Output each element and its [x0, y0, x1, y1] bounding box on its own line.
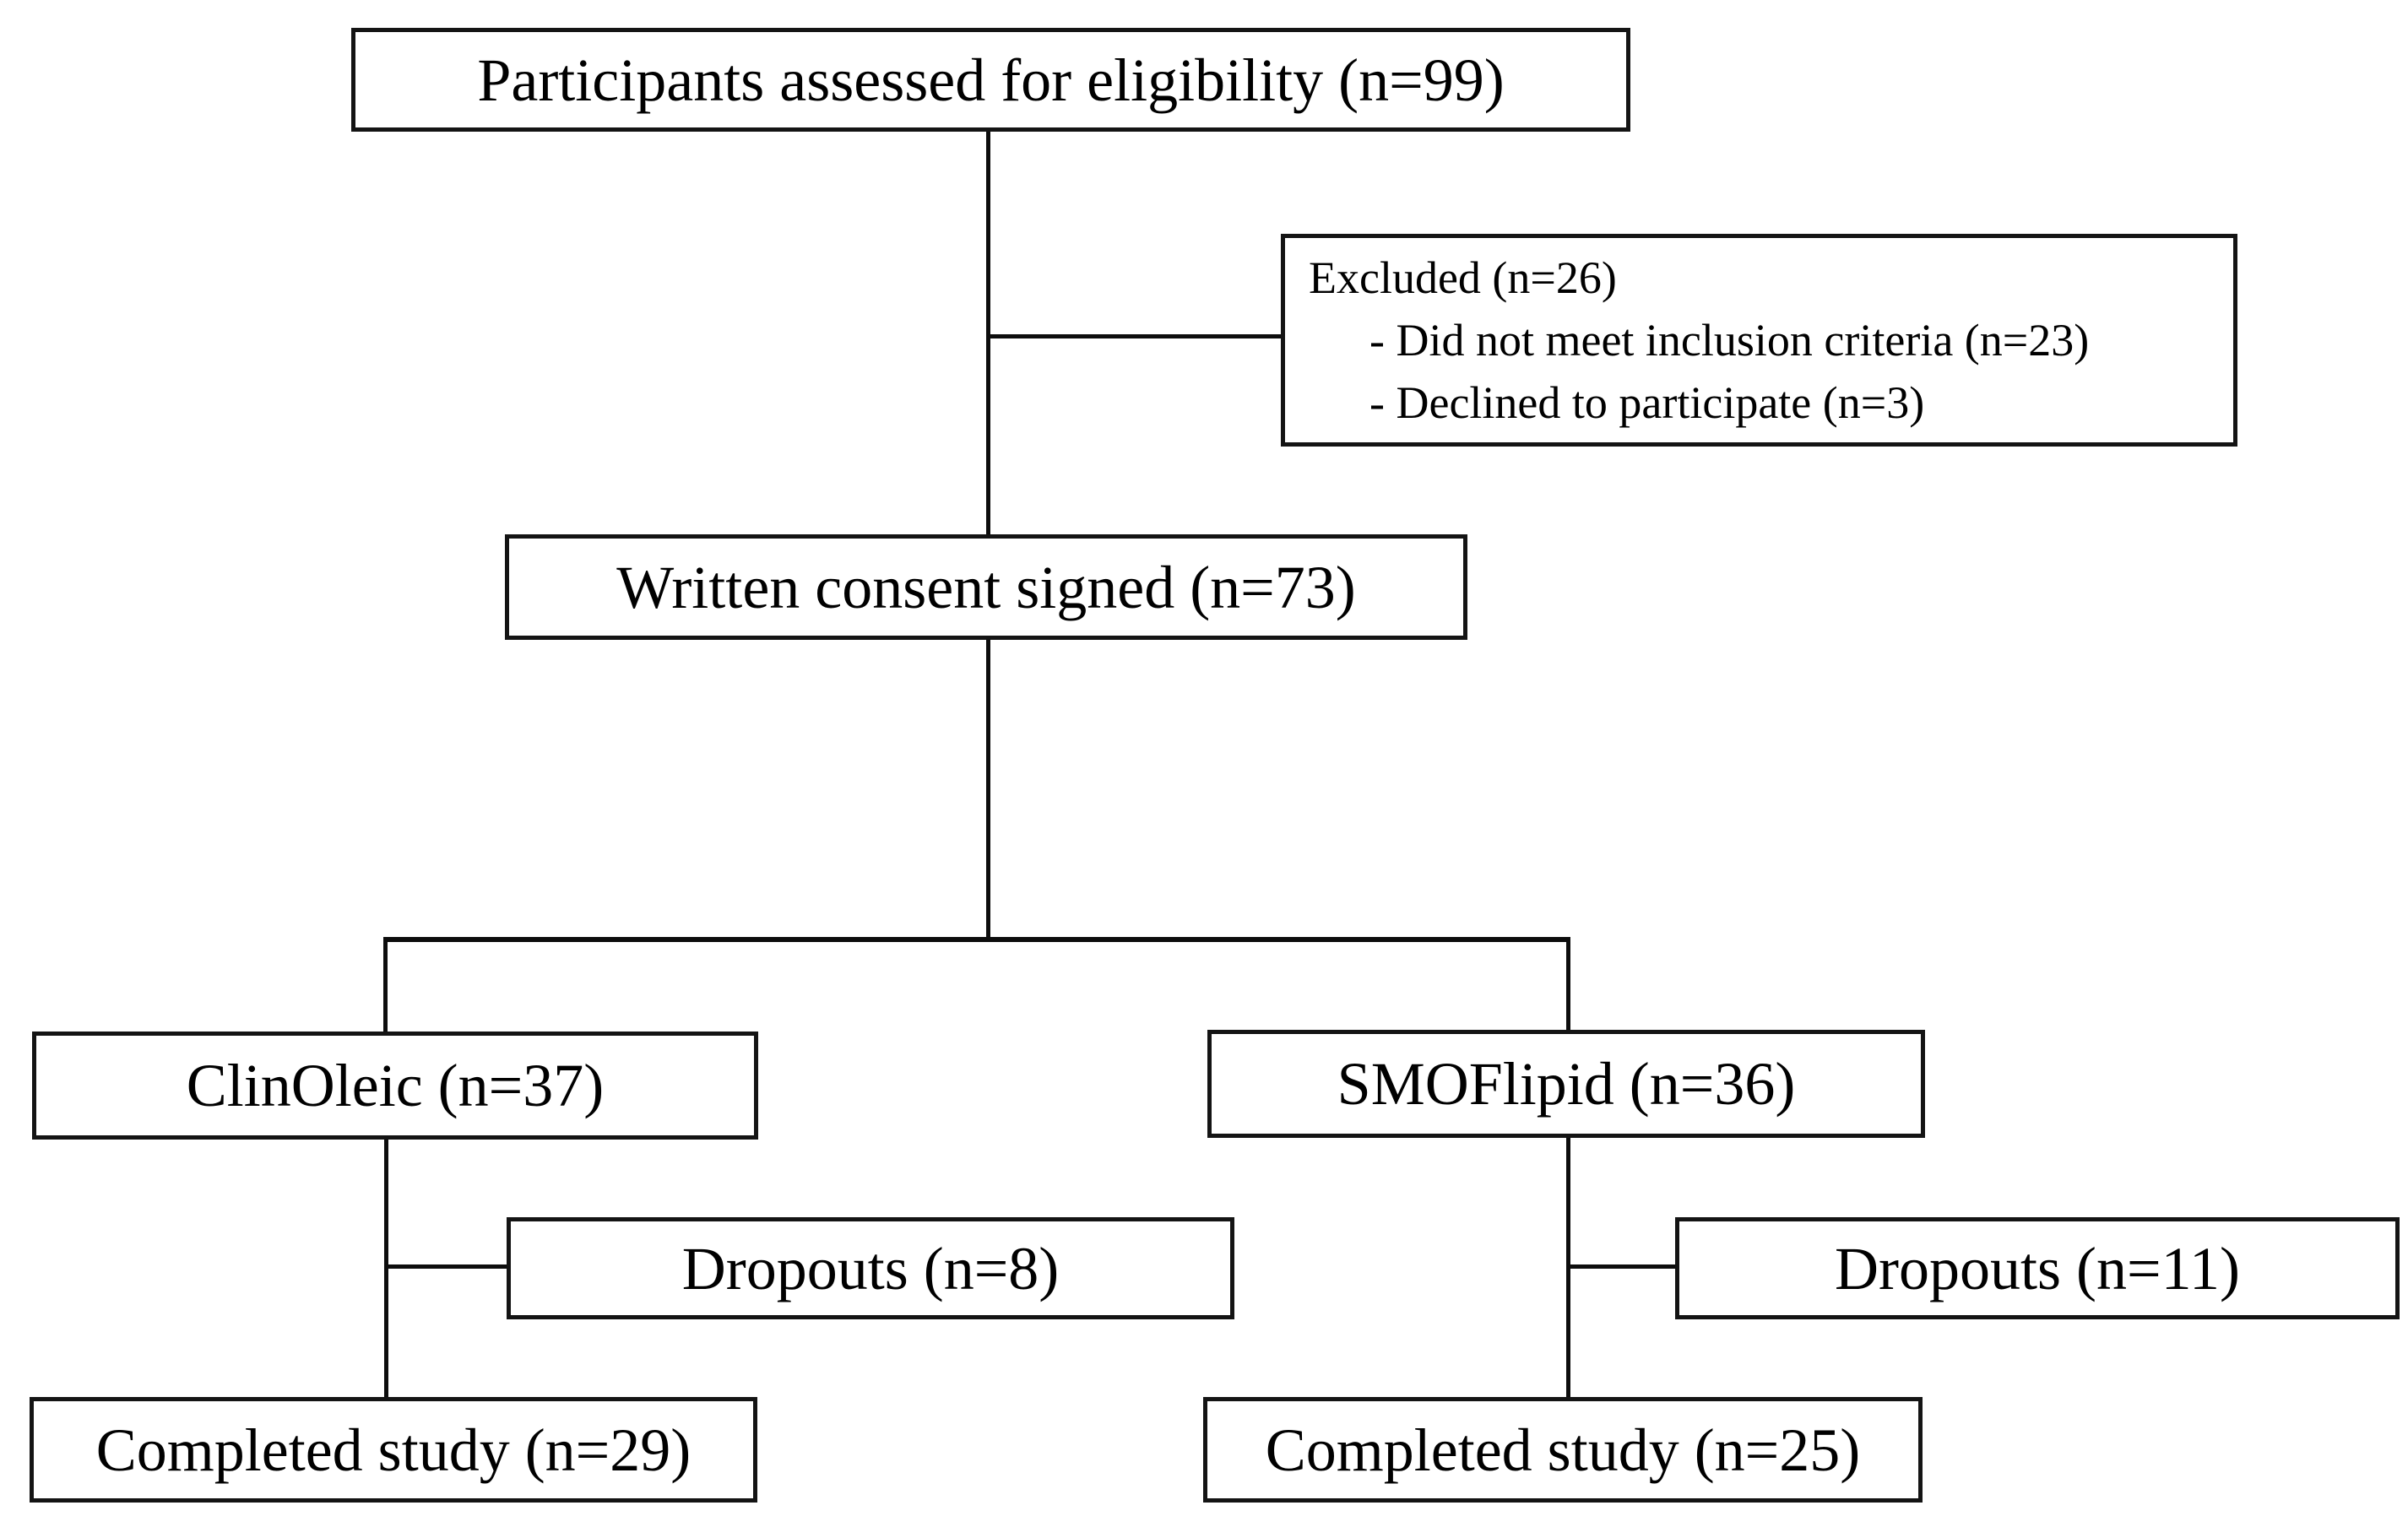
dropouts-right-box: Dropouts (n=11) — [1675, 1217, 2400, 1319]
clinoleic-box: ClinOleic (n=37) — [32, 1032, 758, 1140]
clinoleic-label: ClinOleic (n=37) — [186, 1052, 605, 1119]
dropouts-left-label: Dropouts (n=8) — [681, 1234, 1060, 1302]
eligibility-box: Participants assessed for eligibility (n… — [351, 28, 1630, 132]
consent-label: Written consent signed (n=73) — [616, 553, 1356, 621]
connector-branch-bar — [383, 937, 1570, 942]
connector-to-dropouts-right — [1568, 1264, 1678, 1269]
excluded-title: Excluded (n=26) — [1309, 252, 1617, 303]
connector-branch-to-clinoleic — [383, 937, 388, 1035]
dropouts-right-label: Dropouts (n=11) — [1835, 1234, 2240, 1302]
connector-smoflipid-to-completed — [1566, 1136, 1570, 1401]
connector-consent-to-branch — [986, 637, 990, 941]
eligibility-label: Participants assessed for eligibility (n… — [477, 46, 1505, 114]
smoflipid-label: SMOFlipid (n=36) — [1337, 1050, 1796, 1118]
completed-right-label: Completed study (n=25) — [1265, 1416, 1861, 1484]
connector-to-excluded — [988, 334, 1285, 338]
completed-right-box: Completed study (n=25) — [1203, 1397, 1923, 1503]
connector-clinoleic-to-completed — [384, 1138, 388, 1401]
dropouts-left-box: Dropouts (n=8) — [507, 1217, 1234, 1319]
excluded-item-inclusion-criteria: - Did not meet inclusion criteria (n=23) — [1369, 315, 2090, 366]
connector-branch-to-smoflipid — [1566, 937, 1570, 1033]
excluded-item-declined: - Declined to participate (n=3) — [1369, 377, 1925, 428]
excluded-box: Excluded (n=26) - Did not meet inclusion… — [1281, 234, 2237, 447]
connector-to-dropouts-left — [386, 1264, 509, 1269]
completed-left-box: Completed study (n=29) — [30, 1397, 757, 1503]
smoflipid-box: SMOFlipid (n=36) — [1207, 1030, 1925, 1138]
completed-left-label: Completed study (n=29) — [95, 1416, 691, 1484]
consent-box: Written consent signed (n=73) — [505, 534, 1467, 640]
